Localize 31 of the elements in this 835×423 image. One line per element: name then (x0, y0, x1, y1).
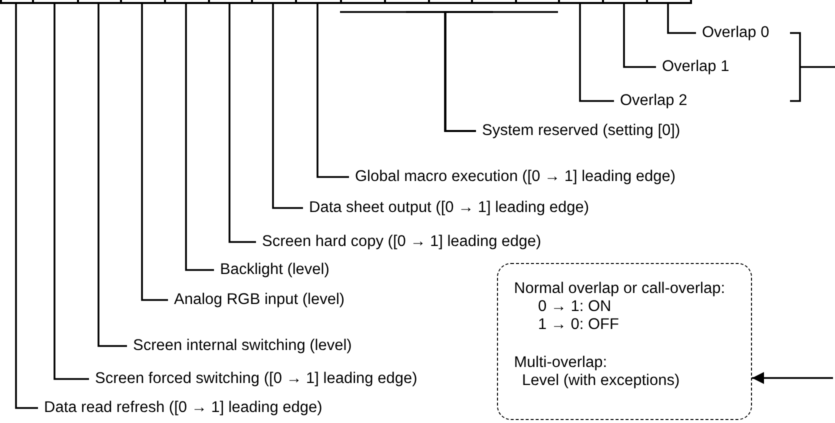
leader-line (444, 11, 558, 132)
bit-label: Overlap 2 (620, 92, 688, 110)
leader-line (98, 4, 127, 347)
leader-line (272, 4, 303, 209)
leader-line (228, 4, 256, 243)
note-text: Normal overlap or call-overlap: (514, 280, 726, 298)
bit-label: Analog RGB input (level) (174, 291, 345, 309)
note-text: Level (with exceptions) (521, 372, 681, 390)
bit-label: Screen internal switching (level) (133, 337, 352, 355)
note-text: Multi-overlap: (514, 354, 608, 372)
leader-line (667, 4, 696, 34)
bit-label: Screen forced switching ([0 → 1] leading edge) (95, 370, 418, 388)
bit-label: Global macro execution ([0 → 1] leading edge) (355, 168, 676, 186)
leader-line (15, 4, 38, 409)
bit-label: Overlap 0 (702, 24, 770, 42)
bit-label: Screen hard copy ([0 → 1] leading edge) (262, 233, 542, 251)
leader-line (141, 4, 168, 301)
arrow (752, 372, 833, 384)
leader-line (579, 4, 614, 102)
bit-label: System reserved (setting [0]) (482, 122, 680, 140)
leader-line (185, 4, 214, 271)
note-text: 1 → 0: OFF (537, 316, 620, 334)
leader-line (316, 4, 349, 178)
note-box (497, 263, 752, 420)
leader-line (54, 4, 89, 380)
bit-label: Backlight (level) (220, 261, 330, 279)
note-text: 0 → 1: ON (537, 298, 612, 316)
bit-label: Data sheet output ([0 → 1] leading edge) (309, 199, 590, 217)
bit-label: Overlap 1 (662, 58, 730, 76)
leader-line (623, 4, 656, 68)
bit-label: Data read refresh ([0 → 1] leading edge) (44, 399, 322, 417)
